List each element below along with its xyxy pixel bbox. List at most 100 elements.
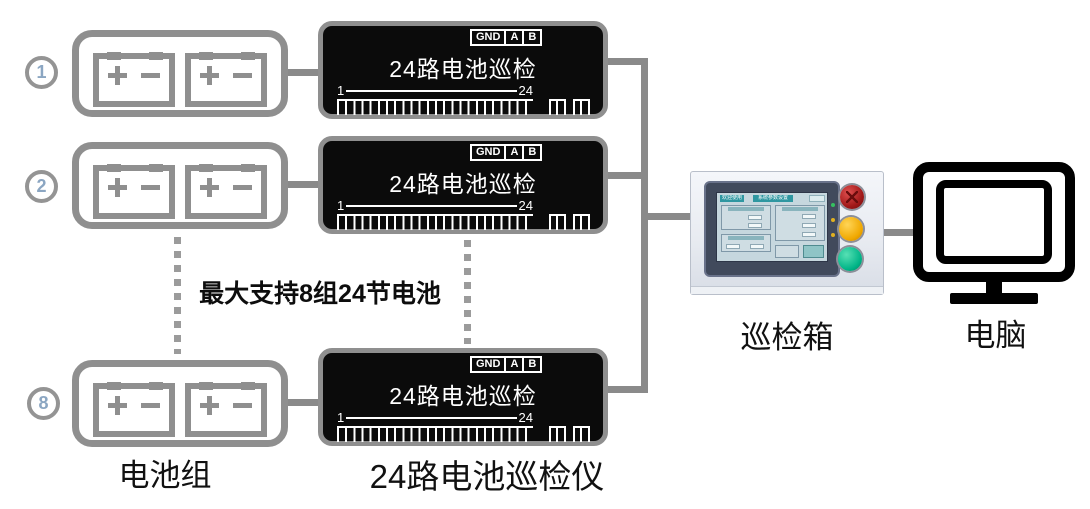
hmi-panel-header — [728, 207, 764, 211]
hmi-field — [802, 214, 816, 219]
battery-terminal-tab — [199, 164, 213, 172]
battery-group-1 — [72, 30, 288, 117]
scale-line — [346, 89, 517, 92]
terminal-gnd-label: GND — [470, 29, 507, 46]
terminal-a-label: A — [504, 356, 525, 373]
terminal-gnd-label: GND — [470, 144, 507, 161]
hmi-datetime-box — [809, 195, 825, 202]
hmi-field — [748, 215, 762, 220]
battery-cell-icon — [93, 52, 175, 107]
hmi-field — [802, 232, 816, 237]
inspection-box: 欢迎使用 系统参数设置 — [690, 171, 884, 295]
indicator-light-amber — [839, 217, 863, 241]
channel-start-label: 1 — [337, 410, 345, 425]
terminal-a-label: A — [504, 144, 525, 161]
aux-terminal-block — [573, 426, 590, 442]
connector-line-group8-device8 — [286, 399, 322, 406]
alarm-light-red — [840, 185, 864, 209]
group-number-1-text: 1 — [36, 62, 47, 82]
battery-cell-icon — [93, 164, 175, 219]
bus-line-vertical — [641, 58, 648, 393]
battery-cell-icon — [185, 382, 267, 437]
status-led-green — [831, 203, 835, 207]
group-number-8: 8 — [27, 387, 60, 420]
computer-monitor-icon — [913, 162, 1075, 282]
terminal-b-label: B — [522, 356, 543, 373]
scale-line — [346, 204, 517, 207]
aux-terminal-block — [549, 426, 566, 442]
battery-group-caption: 电池组 — [118, 458, 212, 493]
minus-symbol — [141, 73, 160, 78]
minus-symbol — [141, 185, 160, 190]
computer-screen — [936, 180, 1052, 264]
status-led-yellow — [831, 233, 835, 237]
comm-terminal-strip: GND A B — [470, 356, 543, 373]
battery-monitor-device-8: GND A B 24路电池巡检 1 24 — [318, 348, 608, 446]
battery-terminal-tab — [241, 164, 255, 172]
terminal-a-label: A — [504, 29, 525, 46]
channel-end-label: 24 — [518, 198, 533, 213]
battery-group-2 — [72, 142, 288, 229]
inspection-box-base — [691, 286, 883, 294]
hmi-panel-header — [728, 236, 764, 240]
hmi-field — [750, 244, 764, 249]
comm-terminal-strip: GND A B — [470, 29, 543, 46]
channel-end-label: 24 — [518, 410, 533, 425]
scale-line — [346, 416, 517, 419]
hmi-panel-header — [782, 207, 818, 211]
devices-caption: 24路电池巡检仪 — [369, 458, 605, 495]
hmi-touchscreen: 欢迎使用 系统参数设置 — [716, 192, 828, 262]
hmi-panel — [775, 245, 799, 258]
aux-terminal-block — [573, 214, 590, 230]
plus-symbol — [200, 178, 219, 197]
computer-caption: 电脑 — [964, 318, 1027, 353]
plus-symbol — [108, 178, 127, 197]
status-led-yellow — [831, 218, 835, 222]
battery-cell-icon — [185, 52, 267, 107]
channel-terminal-block — [337, 426, 533, 442]
terminal-gnd-label: GND — [470, 356, 507, 373]
battery-terminal-tab — [107, 164, 121, 172]
plus-symbol — [108, 66, 127, 85]
hmi-field — [726, 244, 740, 249]
group-number-8-text: 8 — [38, 393, 49, 413]
channel-end-label: 24 — [518, 83, 533, 98]
hmi-field — [802, 223, 816, 228]
channel-scale: 1 24 — [337, 410, 533, 425]
battery-terminal-tab — [149, 52, 163, 60]
battery-monitor-device-1: GND A B 24路电池巡检 1 24 — [318, 21, 608, 119]
hmi-panel — [721, 234, 771, 252]
aux-terminal-block — [573, 99, 590, 115]
group-number-2-text: 2 — [36, 176, 47, 196]
terminal-b-label: B — [522, 29, 543, 46]
battery-terminal-tab — [199, 382, 213, 390]
battery-terminal-tab — [107, 382, 121, 390]
max-capacity-note: 最大支持8组24节电池 — [199, 280, 441, 308]
comm-terminal-strip: GND A B — [470, 144, 543, 161]
minus-symbol — [233, 403, 252, 408]
minus-symbol — [233, 185, 252, 190]
terminal-b-label: B — [522, 144, 543, 161]
battery-monitor-device-2: GND A B 24路电池巡检 1 24 — [318, 136, 608, 234]
channel-start-label: 1 — [337, 83, 345, 98]
group-number-2: 2 — [25, 170, 58, 203]
connector-stub-device2-bus — [604, 172, 648, 179]
connector-line-group2-device2 — [286, 181, 322, 188]
hmi-panel — [721, 205, 771, 230]
connector-line-bus-inspection-box — [644, 213, 692, 220]
battery-terminal-tab — [241, 52, 255, 60]
minus-symbol — [141, 403, 160, 408]
hmi-title-center: 系统参数设置 — [753, 195, 793, 202]
monitor-stand-base — [950, 293, 1038, 304]
battery-terminal-tab — [199, 52, 213, 60]
device-title: 24路电池巡检 — [389, 171, 537, 197]
indicator-light-green — [838, 247, 862, 271]
hmi-bezel: 欢迎使用 系统参数设置 — [704, 181, 840, 277]
battery-terminal-tab — [149, 382, 163, 390]
aux-terminal-block — [549, 99, 566, 115]
connector-stub-device8-bus — [604, 386, 648, 393]
battery-group-8 — [72, 360, 288, 447]
dotted-line-device-column — [464, 240, 471, 344]
plus-symbol — [200, 66, 219, 85]
